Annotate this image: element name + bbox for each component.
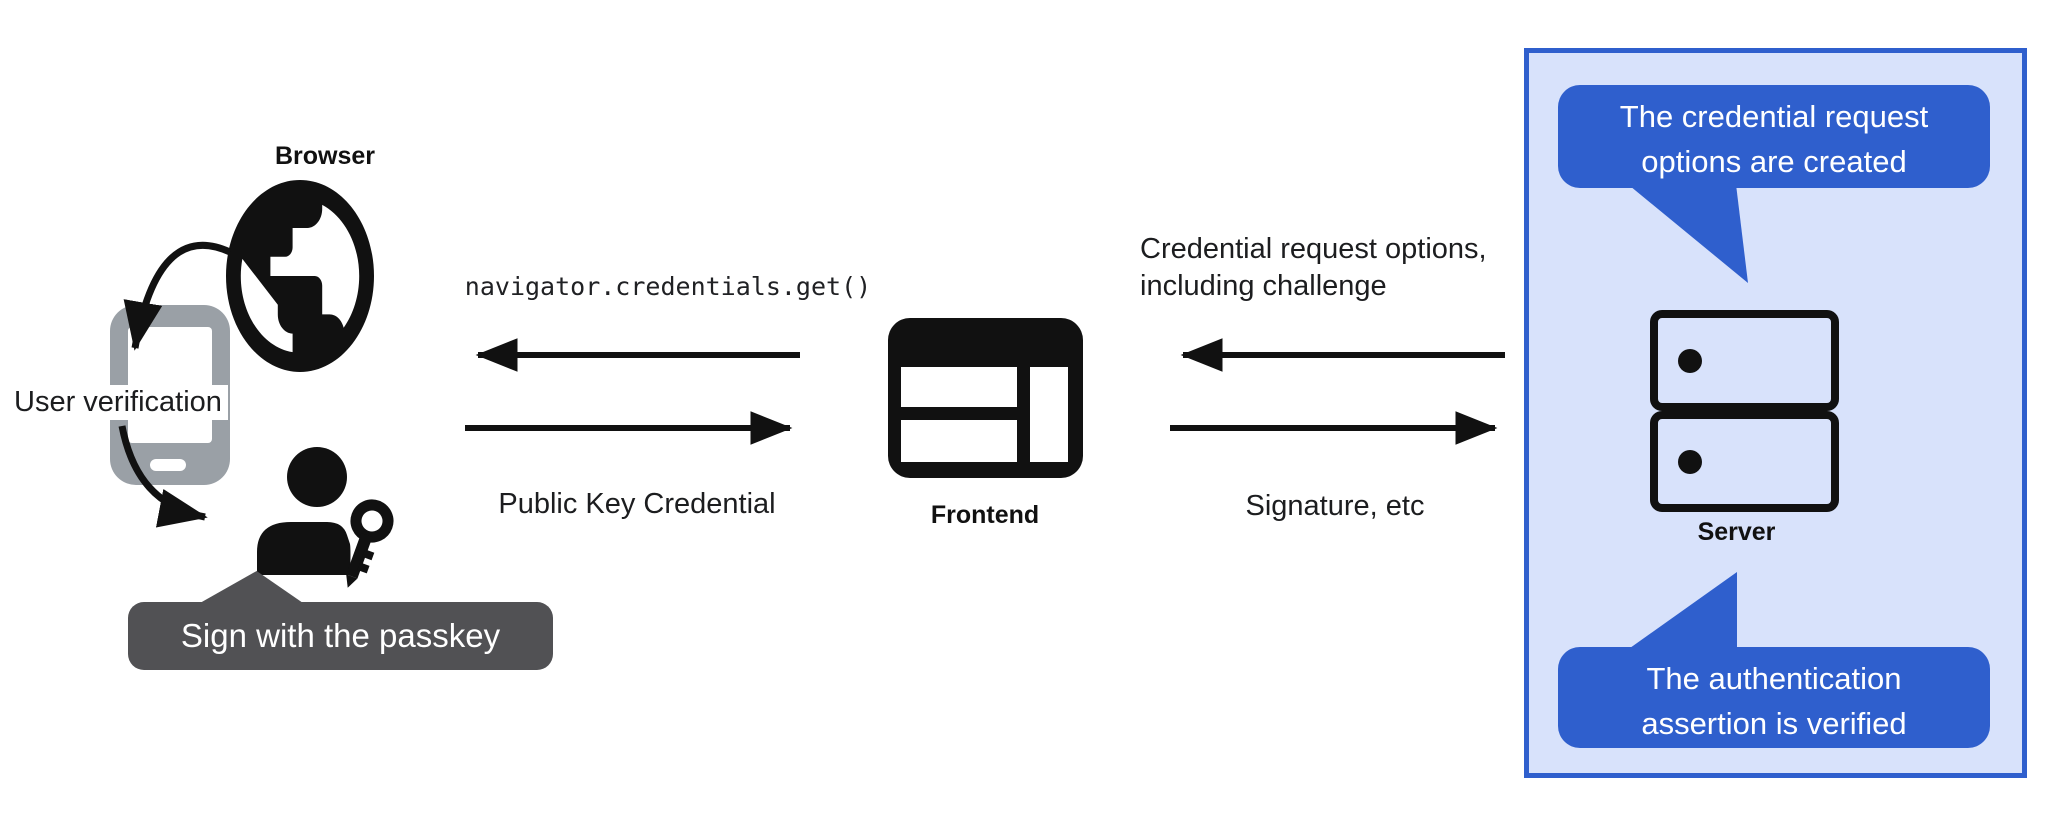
credential-request-options-line1: Credential request options,	[1140, 233, 1487, 265]
callout-top-line2: options are created	[1641, 144, 1907, 179]
person-icon	[257, 447, 351, 575]
signature-label: Signature, etc	[1245, 490, 1425, 522]
callout-bottom-line2: assertion is verified	[1641, 706, 1907, 741]
callout-top-line1: The credential request	[1619, 99, 1929, 134]
server-icon-unit-bottom	[1650, 411, 1839, 512]
smartphone-home-slot	[150, 459, 186, 471]
server-led-dot	[1678, 348, 1702, 373]
user-verification-label: User verification	[8, 385, 228, 420]
public-key-credential-label: Public Key Credential	[498, 488, 776, 520]
frontend-label: Frontend	[930, 501, 1040, 529]
credentials-get-label: navigator.credentials.get()	[464, 272, 872, 301]
browser-label: Browser	[274, 142, 376, 170]
callout-bottom-line1: The authentication	[1646, 661, 1902, 696]
person-with-key-icon	[257, 447, 394, 588]
server-icon-unit-top	[1650, 310, 1839, 411]
server-led-dot	[1678, 449, 1702, 474]
key-icon	[346, 499, 394, 588]
curved-arrow-browser-to-phone	[123, 241, 232, 351]
credential-request-options-line2: including challenge	[1140, 270, 1387, 302]
credential-request-options-label: Credential request options, including ch…	[1140, 231, 1487, 305]
sign-with-passkey-tooltip: Sign with the passkey	[128, 602, 553, 670]
window-pane-bottom-left	[901, 420, 1017, 462]
browser-window-icon	[888, 318, 1083, 478]
window-pane-top-left	[901, 367, 1017, 407]
curved-arrow-phone-to-user	[118, 425, 208, 528]
callout-credential-request-created: The credential request options are creat…	[1558, 85, 1990, 188]
globe-icon	[226, 180, 374, 372]
callout-assertion-verified: The authentication assertion is verified	[1558, 647, 1990, 748]
window-pane-right	[1030, 367, 1068, 462]
server-label: Server	[1697, 518, 1776, 546]
